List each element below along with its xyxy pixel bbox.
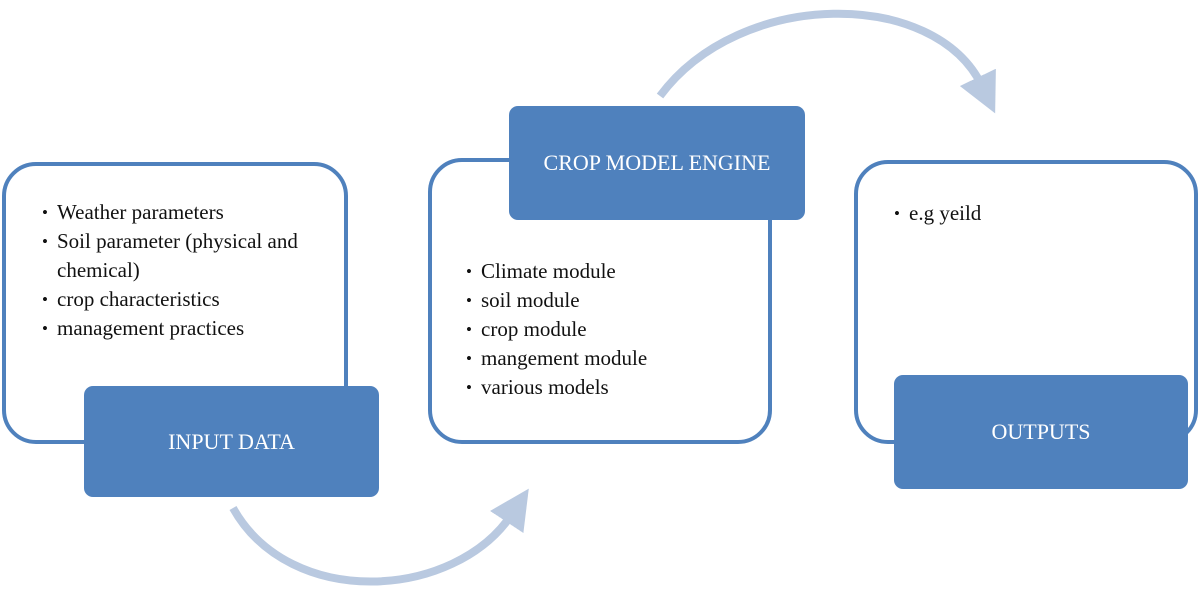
arrow-input-to-engine (229, 488, 529, 586)
list-item: Soil parameter (physical and chemical) (42, 227, 332, 285)
list-item: various models (466, 373, 761, 402)
input-data-label: INPUT DATA (168, 428, 295, 454)
list-item: mangement module (466, 344, 761, 373)
list-item: Climate module (466, 257, 761, 286)
list-item: crop characteristics (42, 285, 332, 314)
list-item: Weather parameters (42, 198, 332, 227)
list-item: e.g yeild (894, 199, 1174, 228)
list-item: soil module (466, 286, 761, 315)
crop-model-engine-label-box: CROP MODEL ENGINE (509, 106, 805, 220)
input-data-list: Weather parameters Soil parameter (physi… (42, 198, 332, 343)
input-data-label-box: INPUT DATA (84, 386, 379, 497)
crop-model-engine-label: CROP MODEL ENGINE (543, 150, 771, 175)
list-item: management practices (42, 314, 332, 343)
outputs-label: OUTPUTS (991, 419, 1091, 444)
outputs-label-box: OUTPUTS (894, 375, 1188, 489)
list-item: crop module (466, 315, 761, 344)
arrow-engine-to-outputs (656, 9, 996, 114)
outputs-list: e.g yeild (894, 199, 1174, 228)
crop-model-engine-list: Climate module soil module crop module m… (466, 257, 761, 402)
